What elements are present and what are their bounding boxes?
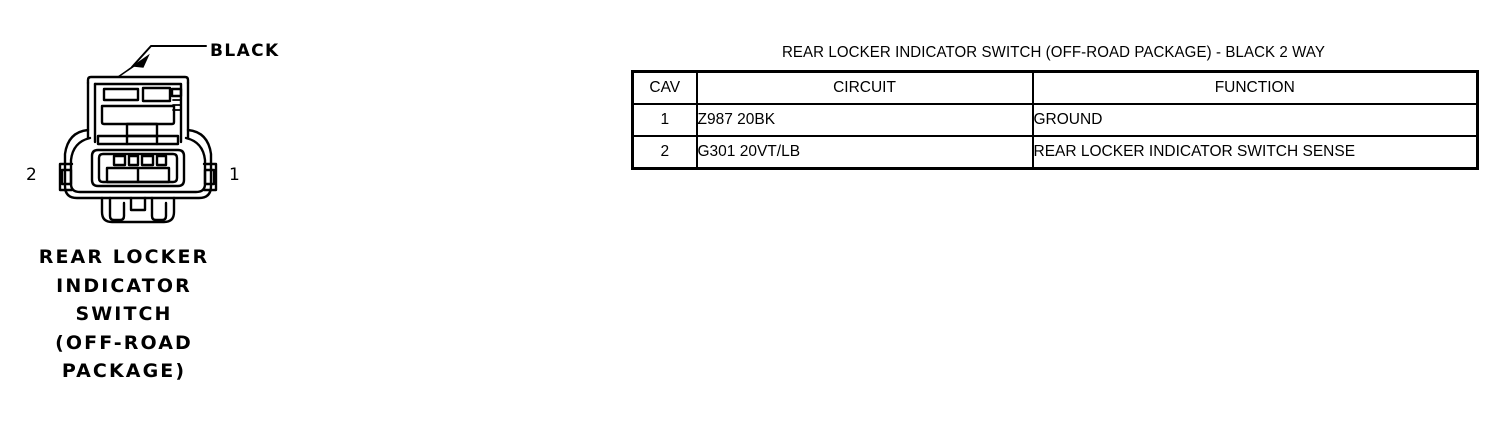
cell-cav: 2: [631, 135, 698, 170]
table-row: 1 Z987 20BK GROUND: [631, 103, 1479, 137]
cavity-table-block: REAR LOCKER INDICATOR SWITCH (OFF-ROAD P…: [631, 44, 1479, 170]
caption-line-3: SWITCH: [75, 303, 173, 325]
column-header-cav: CAV: [631, 70, 698, 105]
table-header-row: CAV CIRCUIT FUNCTION: [631, 70, 1479, 105]
connector-color-callout: BLACK: [210, 41, 280, 61]
cell-circuit: Z987 20BK: [695, 103, 1034, 137]
callout-leader-line: [131, 45, 207, 68]
caption-line-2: INDICATOR: [56, 274, 192, 297]
column-header-function: FUNCTION: [1031, 70, 1479, 105]
caption-line-1: REAR LOCKER: [38, 246, 210, 268]
cell-circuit: G301 20VT/LB: [695, 135, 1034, 170]
cell-function: GROUND: [1031, 103, 1479, 137]
caption-line-5: PACKAGE): [61, 360, 187, 382]
column-header-circuit: CIRCUIT: [695, 70, 1034, 105]
table-title: REAR LOCKER INDICATOR SWITCH (OFF-ROAD P…: [781, 44, 1326, 61]
caption-line-4: (OFF-ROAD: [55, 331, 193, 354]
table-row: 2 G301 20VT/LB REAR LOCKER INDICATOR SWI…: [631, 135, 1479, 170]
connector-illustration-block: BLACK 2 1 REAR LOCKER INDICATOR SWITCH (…: [0, 0, 300, 424]
cell-function: REAR LOCKER INDICATOR SWITCH SENSE: [1031, 135, 1479, 170]
callout-arrowhead: [117, 53, 150, 78]
pin-number-2: 2: [26, 165, 37, 185]
cavity-table: CAV CIRCUIT FUNCTION 1 Z987 20BK GROUND …: [631, 70, 1479, 170]
connector-face-diagram: [58, 45, 218, 224]
cell-cav: 1: [631, 103, 698, 137]
pin-number-1: 1: [229, 165, 240, 185]
connector-caption: REAR LOCKER INDICATOR SWITCH (OFF-ROAD P…: [0, 243, 248, 386]
